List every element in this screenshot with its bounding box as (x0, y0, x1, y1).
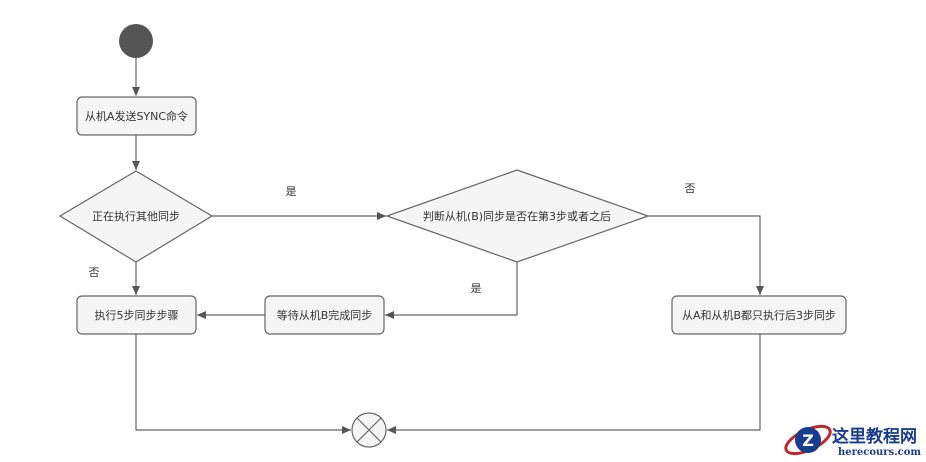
node-both-after-3-label: 从A和从机B都只执行后3步同步 (682, 308, 836, 322)
svg-text:Z: Z (802, 431, 814, 450)
end-node (351, 412, 387, 448)
decision-b-stage-label: 判断从机(B)同步是否在第3步或者之后 (423, 209, 611, 223)
start-node (119, 24, 153, 58)
decision-other-sync (58, 170, 214, 263)
node-wait-b (264, 295, 385, 335)
edge-label-d1-no: 否 (89, 266, 100, 279)
node-wait-b-label: 等待从机B完成同步 (277, 308, 373, 322)
edge-d2-no (648, 215, 764, 295)
edge-label-d2-no: 否 (685, 182, 696, 195)
edge-label-d1-yes: 是 (286, 185, 297, 198)
node-both-after-3 (671, 295, 847, 335)
edge-label-d2-yes: 是 (471, 282, 482, 295)
edge-d2-yes (385, 262, 518, 319)
edges (132, 58, 764, 434)
watermark-logo: Z 这里教程网 herecours.com (784, 424, 921, 458)
node-exec-5-steps (76, 295, 197, 335)
decision-other-sync-label: 正在执行其他同步 (92, 209, 180, 223)
edge-exec-to-end (135, 334, 351, 434)
node-send-sync-label: 从机A发送SYNC命令 (85, 109, 188, 123)
watermark-cn: 这里教程网 (832, 426, 917, 447)
edge-both-to-end (387, 334, 761, 434)
node-send-sync (76, 96, 197, 136)
decision-b-stage (385, 169, 650, 263)
watermark-en: herecours.com (838, 447, 921, 458)
node-exec-5-steps-label: 执行5步同步步骤 (95, 308, 179, 322)
